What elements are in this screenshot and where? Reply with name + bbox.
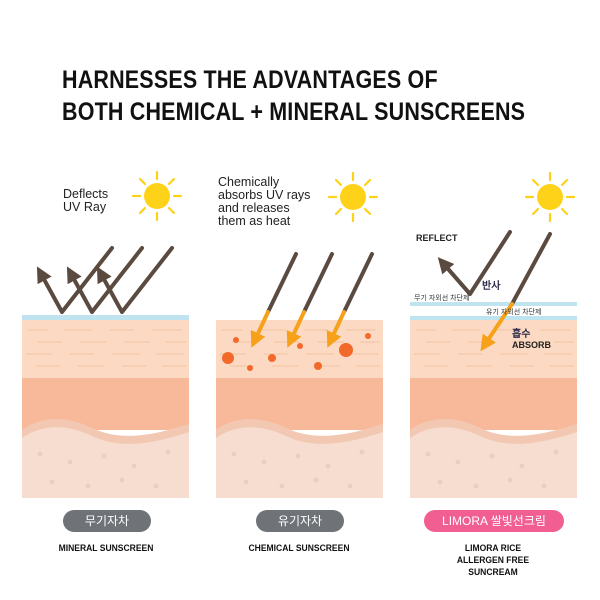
sun-icon-mineral <box>131 170 183 222</box>
limora-caption: LIMORA RICE ALLERGEN FREE SUNCREAM <box>426 543 561 579</box>
note-line: them as heat <box>218 214 291 228</box>
absorb-label: ABSORB <box>512 340 552 350</box>
chemical-note: Chemically absorbs UV rays and releases … <box>218 176 310 228</box>
note-line: Deflects <box>63 187 109 201</box>
caption-line: MINERAL SUNSCREEN <box>58 543 154 554</box>
note-line: Chemically <box>218 175 280 189</box>
caption-line: LIMORA RICE <box>464 543 522 554</box>
uv-ray-arrow <box>510 232 552 306</box>
limora-pill: LIMORA 쌀빛선크림 <box>424 510 564 532</box>
chemical-shield-layer <box>410 316 577 320</box>
absorb-arrow <box>286 310 306 348</box>
note-line: and releases <box>218 201 290 215</box>
headline-line-2: BOTH CHEMICAL + MINERAL SUNSCREENS <box>62 98 526 126</box>
uv-ray-arrow <box>342 252 374 314</box>
caption-line: SUNCREAM <box>468 567 518 578</box>
sun-icon-chemical <box>327 171 379 223</box>
absorb-arrow <box>480 302 514 352</box>
sun-icon-limora <box>524 171 576 223</box>
mineral-shield-layer <box>410 302 577 306</box>
uv-ray-arrow <box>302 252 334 314</box>
reflect-arrow <box>437 230 512 296</box>
mineral-note: Deflects UV Ray <box>63 188 108 214</box>
note-line: UV Ray <box>63 200 107 214</box>
mineral-caption: MINERAL SUNSCREEN <box>39 543 174 555</box>
caption-line: ALLERGEN FREE <box>456 555 530 566</box>
mineral-shield-layer <box>22 315 189 320</box>
reflect-label: REFLECT <box>416 233 458 243</box>
chemical-layer-label: 유기 자외선 차단제 <box>486 309 542 316</box>
absorb-ko-label: 흡수 <box>512 329 531 340</box>
headline-line-1: HARNESSES THE ADVANTAGES OF <box>62 66 438 94</box>
chemical-pill: 유기자차 <box>256 510 344 532</box>
reflect-arrow <box>96 246 174 314</box>
uv-ray-arrow <box>266 252 298 314</box>
caption-line: CHEMICAL SUNSCREEN <box>248 543 350 554</box>
mineral-pill: 무기자차 <box>63 510 151 532</box>
reflect-arrow <box>36 246 114 314</box>
absorb-arrow <box>250 310 270 348</box>
chemical-caption: CHEMICAL SUNSCREEN <box>232 543 367 555</box>
skin-diagram-limora <box>409 230 578 499</box>
reflect-ko-label: 반사 <box>482 281 501 292</box>
headline: HARNESSES THE ADVANTAGES OF BOTH CHEMICA… <box>62 64 526 128</box>
mineral-layer-label: 무기 자외선 차단제 <box>414 295 470 302</box>
skin-diagram-mineral <box>21 246 190 499</box>
note-line: absorbs UV rays <box>218 188 311 202</box>
heat-dots <box>222 333 371 371</box>
absorb-arrow <box>326 310 346 348</box>
reflect-arrow <box>66 246 144 314</box>
skin-diagram-chemical <box>215 252 384 499</box>
